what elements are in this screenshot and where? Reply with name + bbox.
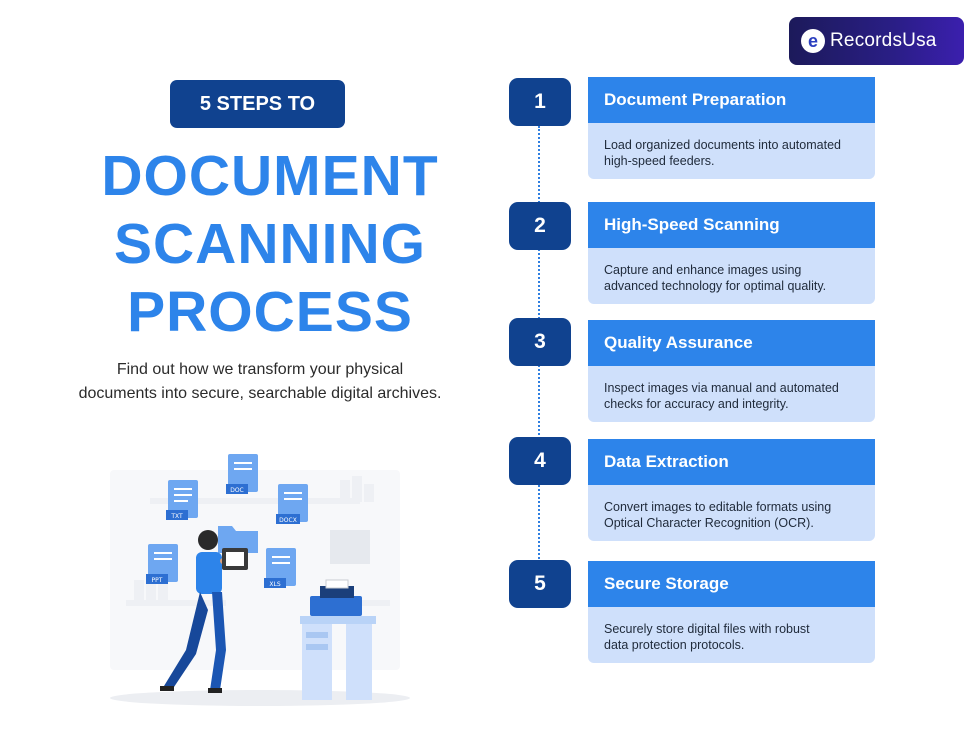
- folder-icon: [218, 526, 258, 553]
- person-figure: [160, 530, 248, 693]
- step-description-line: advanced technology for optimal quality.: [604, 279, 827, 293]
- step-number-badge: 4: [509, 437, 571, 485]
- floor-shadow: [110, 690, 410, 706]
- step-description-line: Convert images to editable formats using: [604, 500, 832, 514]
- step-description: Convert images to editable formats using…: [588, 485, 875, 541]
- logo-text: RecordsUsa: [830, 30, 937, 51]
- step-description-line: high-speed feeders.: [604, 154, 715, 168]
- step-description: Inspect images via manual and automated …: [588, 366, 875, 422]
- logo-e-icon: e: [801, 29, 825, 53]
- step-description-line: data protection protocols.: [604, 638, 745, 652]
- step-description: Securely store digital files with robust…: [588, 607, 875, 663]
- txt-label: TXT: [170, 513, 183, 520]
- doc-icon-doc: DOC: [226, 454, 258, 494]
- step-title: High-Speed Scanning: [588, 202, 875, 248]
- doc-icon-txt: TXT: [166, 480, 198, 520]
- step-description-line: Optical Character Recognition (OCR).: [604, 516, 814, 530]
- scanning-illustration: TXT DOC DOCX PPT XLS: [110, 454, 410, 706]
- step-number-badge: 5: [509, 560, 571, 608]
- step-number-badge: 3: [509, 318, 571, 366]
- records-usa-logo: e RecordsUsa: [789, 17, 964, 65]
- step-title: Data Extraction: [588, 439, 875, 485]
- doc-label: DOC: [230, 487, 244, 494]
- description-line-2: documents into secure, searchable digita…: [78, 385, 442, 402]
- step-description-line: Inspect images via manual and automated: [604, 381, 839, 395]
- step-description-line: Securely store digital files with robust: [604, 622, 810, 636]
- doc-icon-docx: DOCX: [276, 484, 308, 524]
- step-description-line: Capture and enhance images using: [604, 263, 802, 277]
- step-number-badge: 2: [509, 202, 571, 250]
- title-line-1: DOCUMENT: [101, 144, 439, 208]
- doc-icon-ppt: PPT: [146, 544, 178, 584]
- docx-label: DOCX: [279, 517, 297, 524]
- printer-desk: [300, 579, 376, 700]
- xls-label: XLS: [269, 581, 280, 588]
- steps-pill: 5 STEPS TO: [170, 80, 345, 128]
- title-line-3: PROCESS: [127, 280, 413, 344]
- title-line-2: SCANNING: [113, 212, 426, 276]
- description-line-1: Find out how we transform your physical: [116, 361, 404, 378]
- step-description: Capture and enhance images using advance…: [588, 248, 875, 304]
- step-description-line: checks for accuracy and integrity.: [604, 397, 789, 411]
- doc-icon-xls: XLS: [264, 548, 296, 588]
- step-title: Document Preparation: [588, 77, 875, 123]
- step-description: Load organized documents into automated …: [588, 123, 875, 179]
- step-description-line: Load organized documents into automated: [604, 138, 841, 152]
- ppt-label: PPT: [152, 577, 163, 584]
- hero-description: Find out how we transform your physical …: [50, 358, 470, 406]
- step-title: Quality Assurance: [588, 320, 875, 366]
- step-title: Secure Storage: [588, 561, 875, 607]
- step-number-badge: 1: [509, 78, 571, 126]
